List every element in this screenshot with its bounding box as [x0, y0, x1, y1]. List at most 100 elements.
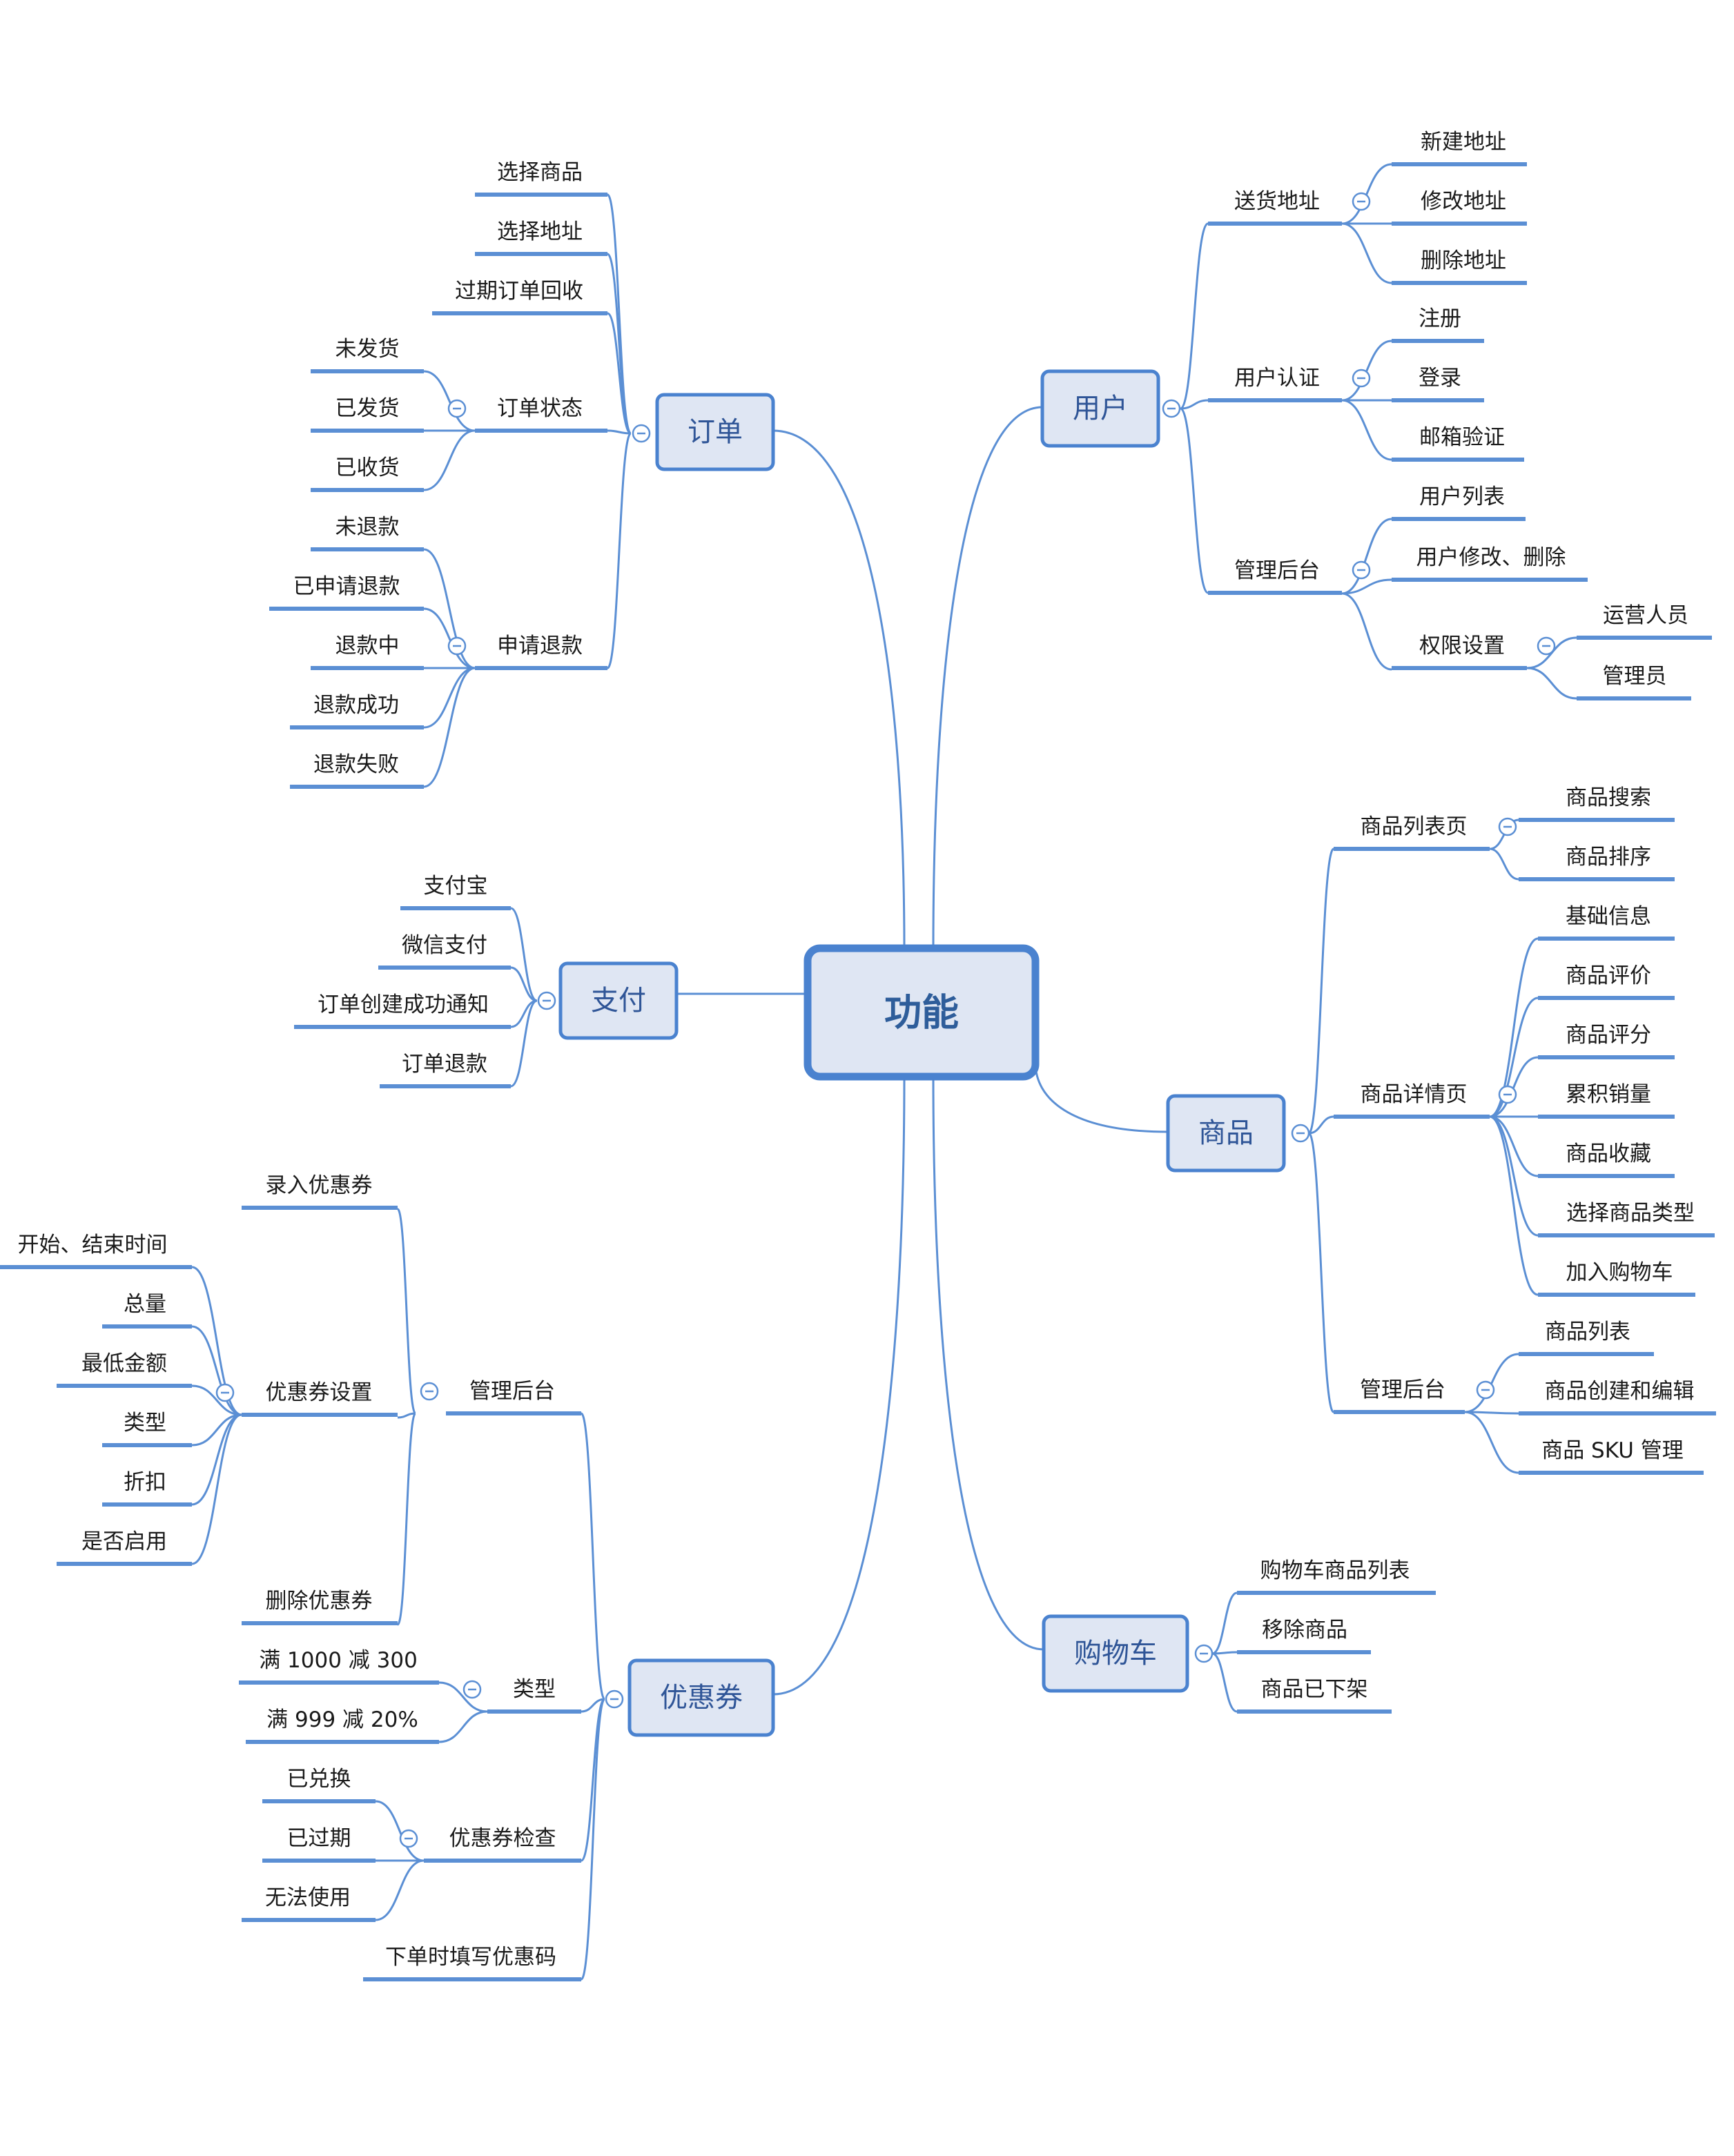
connector-line	[191, 1413, 242, 1506]
collapse-toggle-icon[interactable]	[1498, 817, 1517, 836]
main-node-order[interactable]: 订单	[655, 393, 775, 471]
main-node-coupon-box	[627, 1658, 775, 1737]
main-node-cart[interactable]: 购物车	[1042, 1614, 1189, 1693]
leaf-order-refund-2: 退款中	[335, 634, 400, 658]
connector-line	[191, 1413, 242, 1447]
connector-line	[607, 429, 632, 435]
leaf-coupon-setting-4: 折扣	[124, 1470, 166, 1495]
main-node-coupon-label: 优惠券	[660, 1682, 743, 1714]
connector-line	[191, 1413, 242, 1565]
leaf-goods-detail-1: 商品评价	[1566, 963, 1651, 988]
central-node[interactable]: 功能	[803, 944, 1040, 1081]
connector-line	[396, 1412, 417, 1626]
connector-line	[1211, 1591, 1238, 1655]
main-node-user[interactable]: 用户	[1040, 369, 1160, 448]
collapse-toggle-icon[interactable]	[215, 1383, 235, 1402]
connector-line	[606, 193, 632, 435]
main-node-goods[interactable]: 商品	[1166, 1094, 1286, 1173]
collapse-toggle-icon[interactable]	[1194, 1644, 1214, 1663]
main-node-coupon[interactable]: 优惠券	[627, 1658, 775, 1737]
leaf-coupon-setting-3: 类型	[124, 1411, 166, 1435]
connector-line	[1489, 1056, 1539, 1118]
connector-line	[581, 1698, 605, 1713]
collapse-toggle-icon[interactable]	[399, 1829, 418, 1848]
collapse-toggle-icon[interactable]	[1352, 192, 1371, 211]
connector-line	[1341, 578, 1392, 595]
sub-coupon-admin: 管理后台	[469, 1379, 555, 1404]
leaf-order-status-0: 未发货	[335, 337, 400, 362]
leaf-order-refund-0: 未退款	[335, 515, 400, 540]
leaf-coupon-setting-5: 是否启用	[81, 1529, 167, 1554]
connector-line	[438, 1710, 488, 1743]
main-connector	[1034, 1062, 1169, 1133]
collapse-toggle-icon[interactable]	[1476, 1380, 1495, 1400]
main-node-order-box	[655, 393, 775, 471]
connector-line	[1307, 847, 1335, 1135]
connector-line	[510, 999, 538, 1088]
main-node-order-label: 订单	[688, 416, 743, 448]
connector-line	[191, 1384, 242, 1416]
collapse-toggle-icon[interactable]	[1498, 1085, 1517, 1104]
collapse-toggle-icon[interactable]	[1291, 1124, 1310, 1143]
sub-user-address: 送货地址	[1234, 189, 1320, 214]
connector-line	[1489, 1115, 1539, 1237]
connector-line	[580, 1412, 606, 1701]
connector-line	[1526, 667, 1577, 700]
collapse-toggle-icon[interactable]	[632, 424, 651, 443]
sub-user-admin: 管理后台	[1234, 558, 1320, 583]
collapse-toggle-icon[interactable]	[1162, 399, 1181, 418]
leaf-address-2: 删除地址	[1421, 248, 1506, 273]
connector-line	[1489, 847, 1519, 881]
collapse-toggle-icon[interactable]	[462, 1680, 482, 1699]
collapse-toggle-icon[interactable]	[537, 991, 556, 1010]
collapse-toggle-icon[interactable]	[447, 636, 467, 656]
connector-line	[580, 1698, 606, 1981]
connector-line	[1211, 1652, 1238, 1713]
connector-line	[606, 253, 632, 435]
collapse-toggle-icon[interactable]	[1537, 636, 1556, 656]
leaf-user-edit: 用户修改、删除	[1416, 545, 1566, 570]
leaf-order-refund-4: 退款失败	[313, 752, 399, 777]
leaf-goods-detail-4: 商品收藏	[1566, 1141, 1651, 1166]
leaf-address-0: 新建地址	[1421, 130, 1506, 155]
nodes: 功能用户送货地址用户认证管理后台新建地址修改地址删除地址注册登录邮箱验证用户列表…	[0, 130, 1716, 1981]
leaf-coupon-type-0: 满 1000 减 300	[259, 1648, 418, 1673]
leaf-coupon-check-0: 已兑换	[287, 1767, 351, 1792]
sub-goods-detail-page: 商品详情页	[1361, 1082, 1468, 1107]
leaf-email-verify: 邮箱验证	[1419, 425, 1505, 450]
connector-line	[1180, 407, 1209, 594]
order-child-2: 过期订单回收	[455, 279, 583, 304]
leaf-coupon-setting-1: 总量	[124, 1292, 166, 1317]
connector-line	[607, 312, 632, 435]
connector-line	[397, 1412, 416, 1419]
connector-line	[1308, 1115, 1334, 1135]
connector-line	[1489, 1115, 1539, 1177]
leaf-coupon-check-2: 无法使用	[265, 1885, 351, 1910]
sub-user-auth: 用户认证	[1234, 366, 1320, 391]
connector-line	[1341, 592, 1392, 671]
collapse-toggle-icon[interactable]	[1352, 369, 1371, 388]
connector-line	[1180, 399, 1209, 410]
connector-line	[510, 907, 538, 1002]
main-node-pay-label: 支付	[591, 985, 646, 1017]
main-connector	[772, 429, 906, 949]
leaf-pay-2: 订单创建成功通知	[318, 992, 489, 1017]
leaf-coupon-delete: 删除优惠券	[266, 1589, 373, 1614]
main-node-pay[interactable]: 支付	[558, 961, 679, 1040]
connector-line	[423, 370, 476, 432]
collapse-toggle-icon[interactable]	[447, 399, 467, 418]
leaf-order-status-1: 已发货	[335, 396, 400, 421]
main-node-pay-box	[558, 961, 679, 1040]
collapse-toggle-icon[interactable]	[605, 1689, 624, 1709]
leaf-order-status-2: 已收货	[335, 455, 400, 480]
connector-line	[1179, 222, 1209, 410]
connector-line	[375, 1800, 425, 1862]
collapse-toggle-icon[interactable]	[1352, 560, 1371, 580]
sub-goods-admin: 管理后台	[1360, 1378, 1445, 1402]
collapse-toggle-icon[interactable]	[420, 1382, 439, 1401]
connector-line	[1489, 937, 1539, 1118]
sub-goods-list-page: 商品列表页	[1361, 814, 1468, 839]
leaf-admin: 管理员	[1603, 664, 1667, 689]
connector-line	[1489, 997, 1539, 1118]
